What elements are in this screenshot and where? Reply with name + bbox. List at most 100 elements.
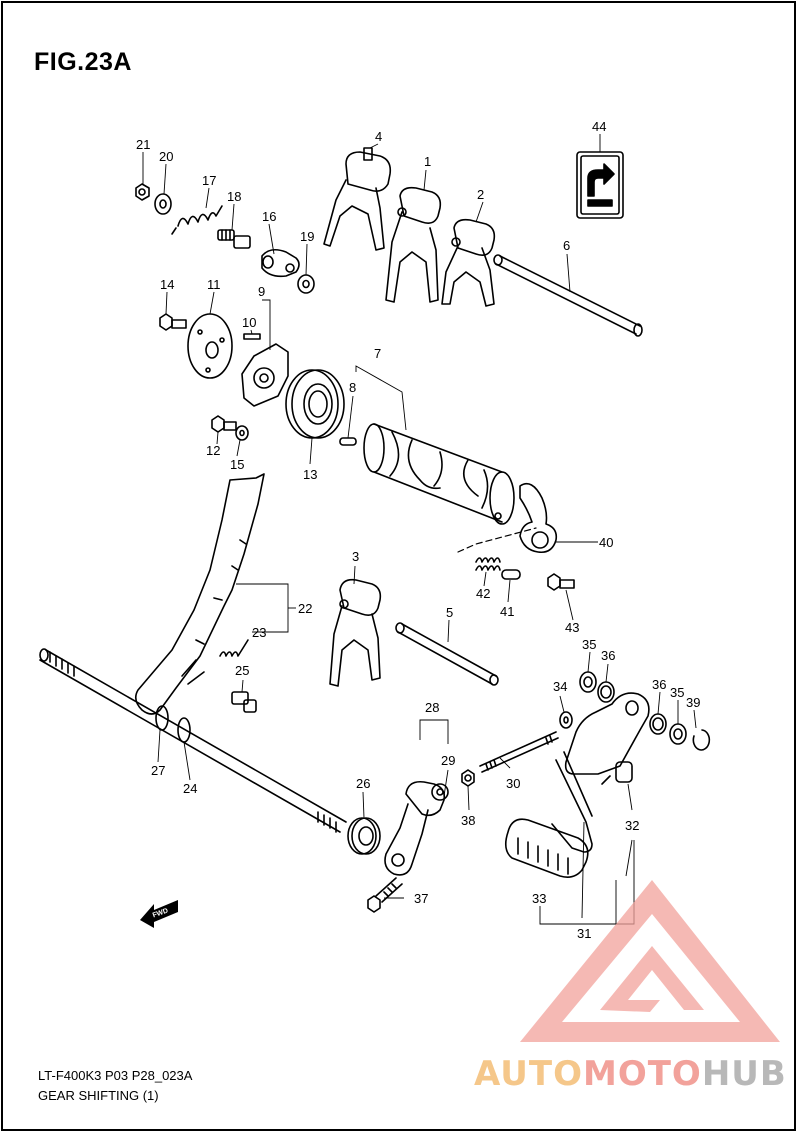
part-spring-23 xyxy=(219,639,249,657)
figure-caption: GEAR SHIFTING (1) xyxy=(38,1088,159,1103)
part-stopper-40 xyxy=(519,482,558,554)
part-washer-35a xyxy=(579,671,597,693)
watermark-part-hub: HUB xyxy=(701,1054,787,1094)
part-fork-2 xyxy=(441,218,496,307)
callout-36b: 36 xyxy=(652,677,666,692)
callout-24: 24 xyxy=(183,781,197,796)
watermark-text: AUTOMOTOHUB xyxy=(474,1054,787,1094)
callout-34: 34 xyxy=(553,679,567,694)
callout-22: 22 xyxy=(298,601,312,616)
part-pin-10 xyxy=(243,333,261,340)
part-gearshift-lever-31 xyxy=(551,692,650,853)
callout-11: 11 xyxy=(207,277,221,292)
callout-40: 40 xyxy=(599,535,613,550)
callout-14: 14 xyxy=(160,277,174,292)
callout-23: 23 xyxy=(252,625,266,640)
callout-39: 39 xyxy=(686,695,700,710)
part-pedal-rubber-33 xyxy=(504,818,589,878)
callout-10: 10 xyxy=(242,315,256,330)
part-washer-36a xyxy=(597,681,615,703)
part-washer-35b xyxy=(669,723,687,745)
part-lever-28 xyxy=(384,780,446,876)
part-shift-shaft-24 xyxy=(39,648,347,833)
callout-labels: 1 2 3 4 5 6 7 8 9 10 11 12 13 14 15 16 1… xyxy=(136,119,700,941)
part-nut-21 xyxy=(135,183,150,201)
callout-43: 43 xyxy=(565,620,579,635)
part-pin-41 xyxy=(501,569,521,580)
callout-7: 7 xyxy=(374,346,381,361)
part-seal-26 xyxy=(347,817,381,855)
watermark-part-moto: MOTO xyxy=(582,1054,702,1094)
callout-3: 3 xyxy=(352,549,359,564)
callout-41: 41 xyxy=(500,604,514,619)
part-cam-9 xyxy=(241,343,289,407)
callout-35a: 35 xyxy=(582,637,596,652)
callout-1: 1 xyxy=(424,154,431,169)
callout-30: 30 xyxy=(506,776,520,791)
part-lever-16 xyxy=(261,248,300,278)
part-bolt-25 xyxy=(231,691,257,713)
part-fork-4 xyxy=(323,147,392,251)
callout-12: 12 xyxy=(206,443,220,458)
part-shift-drum-7 xyxy=(363,423,515,525)
callout-19: 19 xyxy=(300,229,314,244)
part-tie-rod-30 xyxy=(479,731,559,773)
part-bolt-18 xyxy=(217,229,251,249)
callout-25: 25 xyxy=(235,663,249,678)
part-bolt-37 xyxy=(367,877,403,913)
part-shift-arm-22 xyxy=(134,473,265,715)
callout-15: 15 xyxy=(230,457,244,472)
watermark-part-auto: AUTO xyxy=(474,1054,583,1094)
part-fork-3 xyxy=(329,578,382,687)
part-washer-15 xyxy=(235,425,249,441)
part-circlip-39 xyxy=(692,729,711,751)
callout-29: 29 xyxy=(441,753,455,768)
assembly-dash-line-stopper xyxy=(457,527,537,553)
watermark-logo-icon xyxy=(520,880,780,1042)
callout-38: 38 xyxy=(461,813,475,828)
part-nut-38 xyxy=(461,769,475,787)
part-spring-17 xyxy=(171,205,223,235)
part-washer-20 xyxy=(154,193,172,215)
part-ball-joint-29 xyxy=(431,783,449,801)
callout-17: 17 xyxy=(202,173,216,188)
part-plate-11 xyxy=(187,313,233,379)
callout-21: 21 xyxy=(136,137,150,152)
callout-8: 8 xyxy=(349,380,356,395)
callout-13: 13 xyxy=(303,467,317,482)
part-fork-1 xyxy=(385,186,442,303)
part-washer-34 xyxy=(559,711,573,729)
part-bearing-13 xyxy=(285,369,345,439)
part-bolt-14 xyxy=(159,313,187,331)
part-washer-19 xyxy=(297,274,315,294)
part-label-44 xyxy=(576,151,624,219)
part-shaft-5 xyxy=(395,622,499,686)
callout-42: 42 xyxy=(476,586,490,601)
callout-18: 18 xyxy=(227,189,241,204)
callout-44: 44 xyxy=(592,119,606,134)
callout-27: 27 xyxy=(151,763,165,778)
callout-33: 33 xyxy=(532,891,546,906)
callout-32: 32 xyxy=(625,818,639,833)
part-bolt-43 xyxy=(547,573,575,591)
figure-code: LT-F400K3 P03 P28_023A xyxy=(38,1068,193,1083)
callout-16: 16 xyxy=(262,209,276,224)
leader-lines xyxy=(142,134,697,925)
callout-5: 5 xyxy=(446,605,453,620)
figure-title: FIG.23A xyxy=(34,48,132,76)
part-bolt-12 xyxy=(211,415,237,433)
callout-31: 31 xyxy=(577,926,591,941)
callout-9: 9 xyxy=(258,284,265,299)
fwd-arrow-icon: FWD xyxy=(140,900,178,928)
part-spring-42 xyxy=(475,557,501,571)
part-bolt-32 xyxy=(601,761,633,785)
callout-35b: 35 xyxy=(670,685,684,700)
callout-26: 26 xyxy=(356,776,370,791)
callout-2: 2 xyxy=(477,187,484,202)
callout-36a: 36 xyxy=(601,648,615,663)
callout-20: 20 xyxy=(159,149,173,164)
callout-28: 28 xyxy=(425,700,439,715)
